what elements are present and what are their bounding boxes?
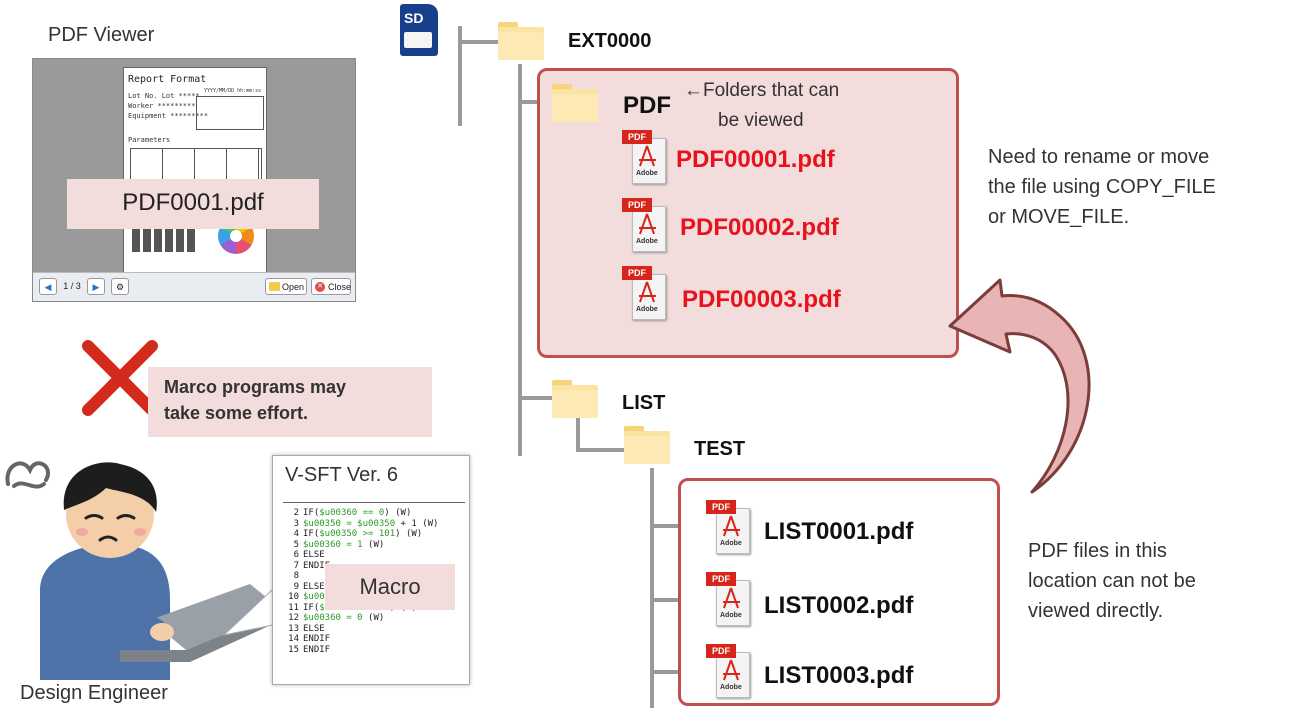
pdf-file-icon[interactable]: PDF Adobe	[622, 130, 666, 184]
rename-note-line-2: the file using COPY_FILE	[988, 176, 1216, 198]
page-indicator: 1 / 3	[63, 281, 81, 291]
move-arrow-icon	[948, 278, 1091, 494]
pdf-file-name[interactable]: PDF00002.pdf	[680, 214, 839, 241]
viewer-title: PDF Viewer	[48, 24, 155, 46]
folder-icon[interactable]	[552, 84, 598, 122]
warning-line-2: take some effort.	[164, 403, 309, 423]
bar-graph	[132, 218, 195, 252]
macro-label-box: Macro	[325, 564, 455, 610]
report-row: Equipment *********	[128, 112, 209, 120]
code-line: 3$u00350 = $u00350 + 1 (W)	[293, 518, 439, 529]
pdf-overlay-label: PDF0001.pdf	[122, 189, 264, 216]
list-file-name[interactable]: LIST0001.pdf	[764, 518, 914, 545]
report-row: Worker *********	[128, 102, 196, 110]
pdf-page: Report Format Lot No. Lot ***** Worker *…	[123, 67, 267, 273]
macro-label: Macro	[359, 574, 421, 599]
rename-note-line-3: or MOVE_FILE.	[988, 206, 1130, 228]
list-file-name[interactable]: LIST0002.pdf	[764, 592, 914, 619]
tree-line	[518, 396, 552, 400]
report-table-top	[196, 96, 264, 130]
code-window-title: V-SFT Ver. 6	[285, 464, 399, 486]
code-line: 5$u00360 = 1 (W)	[293, 539, 385, 550]
red-x-icon	[82, 340, 158, 416]
sd-label: SD	[404, 10, 424, 26]
pdf-file-icon[interactable]: PDF Adobe	[622, 266, 666, 320]
pdf-file-icon[interactable]: PDF Adobe	[706, 644, 750, 698]
list-file-name[interactable]: LIST0003.pdf	[764, 662, 914, 689]
report-date: YYYY/MM/DD hh:mm:ss	[204, 88, 262, 94]
pdf-file-name[interactable]: PDF00001.pdf	[676, 146, 835, 173]
report-title: Report Format	[128, 74, 207, 85]
pdf-file-icon[interactable]: PDF Adobe	[622, 198, 666, 252]
code-line: 8	[293, 571, 299, 581]
cannot-view-note-line-3: viewed directly.	[1028, 600, 1164, 622]
code-line: 12$u00360 = 0 (W)	[288, 613, 385, 623]
pdf-folder-label: PDF	[623, 92, 671, 119]
tree-line	[458, 26, 462, 126]
pdf-file-icon[interactable]: PDF Adobe	[706, 572, 750, 626]
warning-box: Marco programs may take some effort.	[148, 367, 432, 437]
next-page-button[interactable]: ▶	[87, 278, 105, 295]
pdf-overlay-label-box: PDF0001.pdf	[67, 179, 319, 229]
open-label: Open	[282, 282, 305, 292]
tree-line	[650, 670, 700, 674]
rename-note-line-1: Need to rename or move	[988, 146, 1210, 168]
root-folder-label: EXT0000	[568, 30, 652, 52]
prev-page-button[interactable]: ◀	[39, 278, 57, 295]
pdf-file-icon[interactable]: PDF Adobe	[706, 500, 750, 554]
tree-line	[576, 418, 580, 452]
code-line: 10$u00	[288, 592, 325, 602]
pdf-file-name[interactable]: PDF00003.pdf	[682, 286, 841, 313]
cannot-view-note-line-1: PDF files in this	[1028, 540, 1167, 562]
engineer-illustration	[5, 461, 282, 680]
tree-line	[458, 40, 498, 44]
viewable-note-line-2: be viewed	[718, 110, 804, 131]
tree-line	[518, 100, 552, 104]
wrench-icon[interactable]: ⚙	[111, 278, 129, 295]
tree-line	[650, 598, 700, 602]
tree-line	[518, 64, 522, 456]
folder-icon[interactable]	[552, 380, 598, 418]
pdf-viewer-screen: Report Format Lot No. Lot ***** Worker *…	[32, 58, 356, 302]
test-folder-label: TEST	[694, 438, 746, 460]
open-button[interactable]: Open	[265, 278, 307, 295]
title-divider	[283, 502, 465, 503]
viewable-folder-box	[537, 68, 959, 358]
close-icon: ✕	[315, 282, 325, 292]
engineer-caption: Design Engineer	[20, 682, 168, 704]
params-table	[130, 148, 262, 180]
cannot-view-note-line-2: location can not be	[1028, 570, 1196, 592]
tree-line	[650, 468, 654, 708]
warning-line-1: Marco programs may	[164, 377, 347, 397]
report-row: Lot No. Lot *****	[128, 92, 200, 100]
list-folder-label: LIST	[622, 392, 666, 414]
viewable-note-line-1: ←Folders that can	[684, 80, 840, 101]
sd-card-icon: SD	[400, 4, 438, 56]
tree-line	[650, 524, 700, 528]
tree-line	[576, 448, 624, 452]
folder-icon[interactable]	[624, 426, 670, 464]
folder-icon	[269, 282, 280, 291]
viewer-toolbar: ◀ 1 / 3 ▶ ⚙ Open ✕ Close	[33, 272, 355, 301]
close-label: Close	[328, 282, 352, 292]
close-button[interactable]: ✕ Close	[311, 278, 351, 295]
params-label: Parameters	[128, 136, 171, 144]
folder-icon[interactable]	[498, 22, 544, 60]
speech-pointer	[222, 587, 274, 636]
